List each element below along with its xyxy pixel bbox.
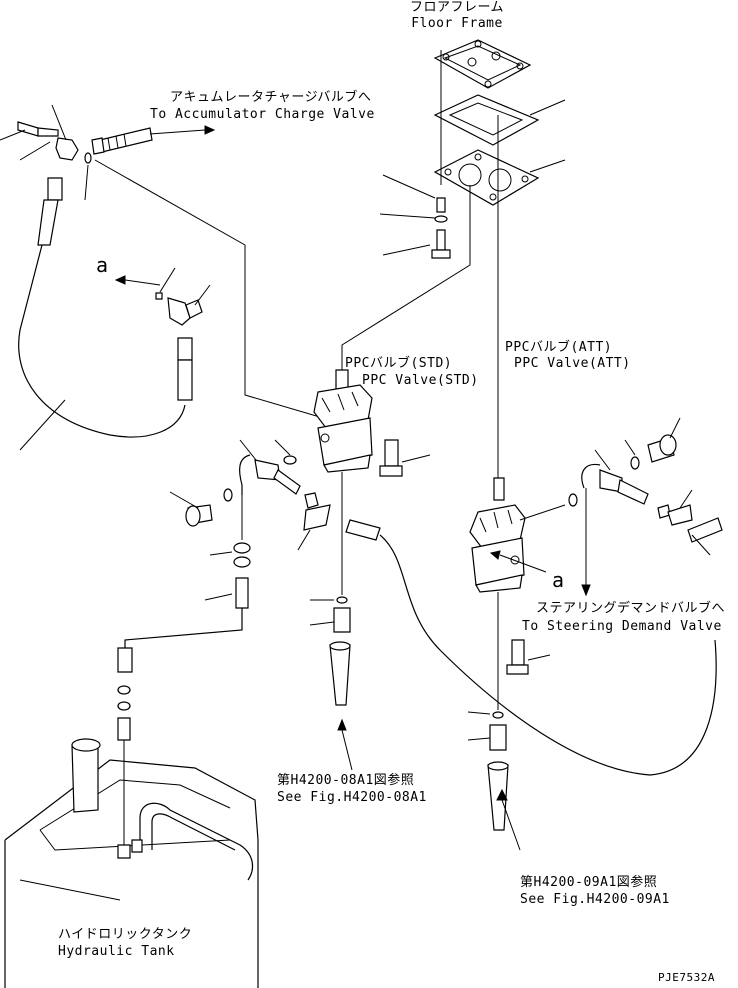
ppc-valve-std-label-jp: PPCバルブ(STD)	[345, 356, 453, 371]
floor-frame-gasket-lower	[433, 149, 540, 206]
ref-fig-08a1-jp: 第H4200-08A1図参照	[277, 773, 415, 788]
floor-frame-label-jp: フロアフレーム	[409, 0, 505, 15]
ppc-valve-att	[469, 477, 526, 593]
floor-frame-gasket-top	[433, 39, 532, 89]
ref-fig-09a1-jp: 第H4200-09A1図参照	[520, 875, 658, 890]
ppc-valve-std	[313, 369, 373, 473]
ppc-valve-att-label-jp: PPCバルブ(ATT)	[505, 340, 613, 355]
hydraulic-tank	[4, 738, 259, 988]
accumulator-label-jp: アキュムレータチャージバルブへ	[170, 90, 372, 105]
detail-a-att-label: a	[552, 568, 565, 592]
floor-frame-label-en: Floor Frame	[411, 16, 503, 31]
ppc-valve-std-label-en: PPC Valve(STD)	[362, 373, 479, 388]
hydraulic-tank-label-en: Hydraulic Tank	[58, 944, 175, 959]
hose-left-loop	[18, 177, 193, 438]
accumulator-label-en: To Accumulator Charge Valve	[150, 107, 375, 122]
steering-label-jp: ステアリングデマンドバルブへ	[536, 601, 726, 616]
ref-fig-09a1-en: See Fig.H4200-09A1	[520, 892, 670, 907]
floor-frame-plate	[433, 94, 540, 146]
drawing-number: PJE7532A	[658, 971, 715, 984]
ref-fig-08a1-en: See Fig.H4200-08A1	[277, 790, 427, 805]
elbow-fitting-top-left	[17, 121, 153, 164]
hydraulic-tank-label-jp: ハイドロリックタンク	[58, 927, 193, 942]
detail-a-label: a	[96, 253, 109, 277]
steering-label-en: To Steering Demand Valve	[522, 619, 722, 634]
ppc-valve-att-label-en: PPC Valve(ATT)	[514, 356, 631, 371]
